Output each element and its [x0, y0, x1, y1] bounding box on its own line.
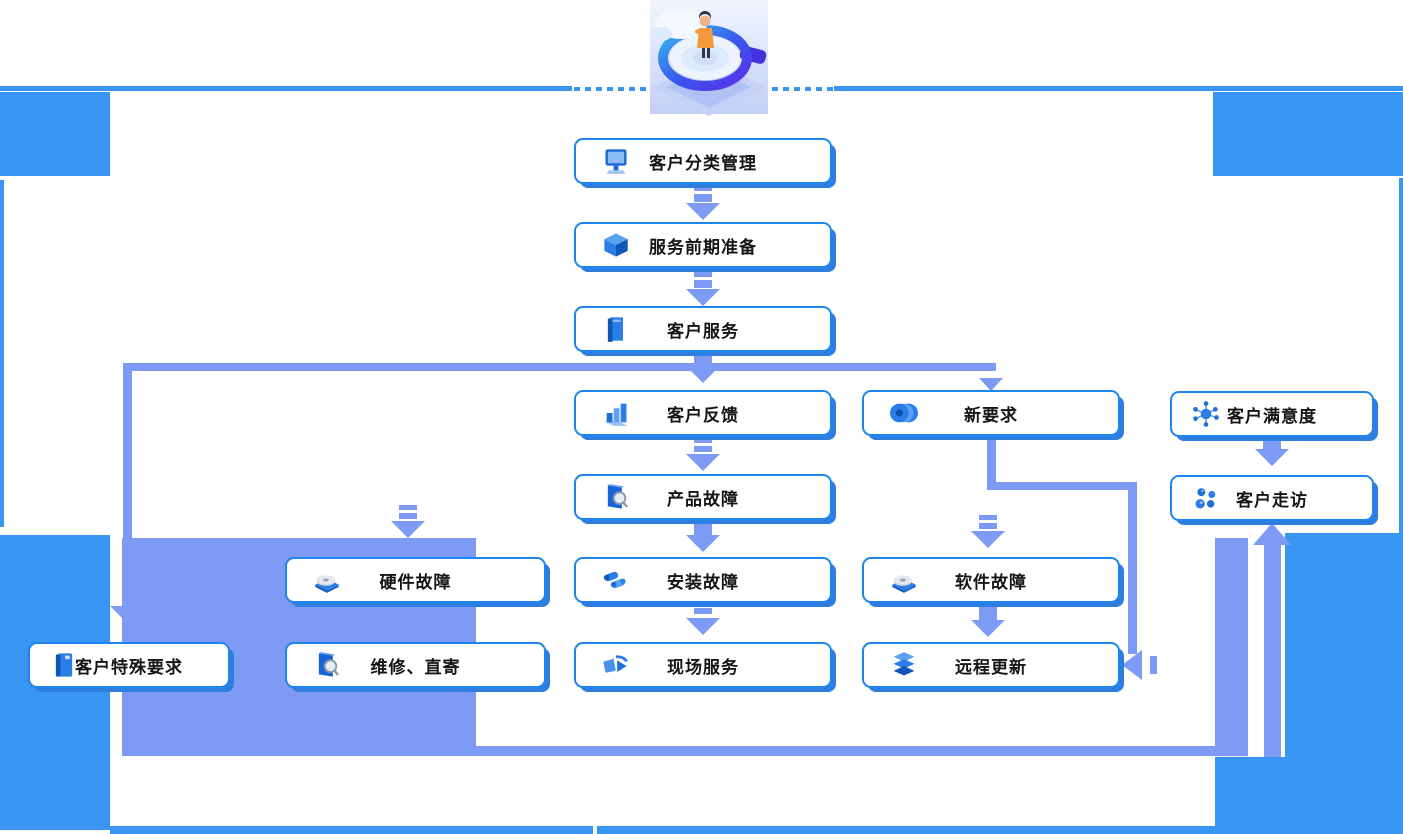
new-request-down-line — [1128, 482, 1137, 654]
node-classify: 客户分类管理 — [574, 138, 832, 184]
right-bottom-block-upper — [1285, 533, 1403, 757]
top-border-line-left — [0, 86, 572, 91]
dash2-hardware — [399, 513, 417, 519]
arrow-satisfaction-to-visit — [1255, 449, 1289, 466]
arrow-to-remote-update — [1122, 650, 1142, 680]
disk-icon — [313, 566, 341, 594]
arrow-to-special-request — [110, 606, 144, 623]
arrow-to-new-request — [979, 378, 1003, 391]
dash2-newreq-software — [979, 523, 997, 529]
bottom-strip-right — [597, 826, 1215, 834]
node-prepare: 服务前期准备 — [574, 222, 832, 268]
dash-newreq-software — [979, 515, 997, 520]
shaft-service-feedback — [694, 352, 712, 368]
dash-classify-prepare — [694, 186, 712, 191]
node-hardware-fault: 硬件故障 — [285, 557, 546, 603]
node-label: 产品故障 — [667, 489, 739, 509]
spheres-icon — [1192, 484, 1220, 512]
new-request-horizontal-line — [987, 482, 1137, 490]
node-visit: 客户走访 — [1170, 475, 1374, 521]
package-icon — [602, 231, 630, 259]
node-label: 安装故障 — [667, 572, 739, 592]
node-remote-update: 远程更新 — [862, 642, 1120, 688]
coil-icon — [890, 399, 918, 427]
rollers-icon — [602, 566, 630, 594]
visit-arrow-shaft — [1264, 545, 1281, 757]
top-border-dashes-right — [750, 87, 834, 91]
node-label: 软件故障 — [955, 572, 1027, 592]
bar-chart-icon — [602, 399, 630, 427]
corner-block-top-right — [1213, 92, 1403, 176]
corner-block-top-left — [0, 92, 110, 176]
book-icon — [50, 651, 78, 679]
left-edge-strip — [0, 180, 4, 527]
top-border-line-right — [834, 86, 1403, 91]
node-label: 客户满意度 — [1227, 406, 1317, 426]
node-label: 硬件故障 — [379, 572, 452, 592]
node-new-request: 新要求 — [862, 390, 1120, 436]
node-label: 客户反馈 — [667, 405, 739, 425]
connector-bottom-return — [122, 746, 1248, 756]
arrow-install-to-onsite — [686, 618, 720, 635]
node-label: 客户服务 — [667, 321, 739, 341]
connector-main-horizontal — [123, 363, 996, 371]
doc-magnifier-icon — [313, 651, 341, 679]
shaft-software-remote — [979, 607, 997, 620]
node-onsite-service: 现场服务 — [574, 642, 832, 688]
node-label: 客户走访 — [1236, 490, 1308, 510]
arrow-up-to-visit — [1253, 523, 1291, 545]
arrow-feedback-to-product — [686, 454, 720, 471]
node-special-request: 客户特殊要求 — [28, 642, 230, 688]
dash2-classify-prepare — [694, 194, 712, 202]
dash-install-onsite — [694, 608, 712, 614]
cabinet-icon — [602, 315, 630, 343]
dash-hardware — [399, 505, 417, 510]
dash2-prepare-service — [694, 280, 712, 288]
node-repair-mail: 维修、直寄 — [285, 642, 546, 688]
arrow-prepare-to-service — [686, 289, 720, 306]
node-label: 现场服务 — [667, 657, 739, 677]
monitor-icon — [602, 147, 630, 175]
doc-magnifier-icon — [602, 483, 630, 511]
connector-right-return-band — [1215, 538, 1248, 756]
node-label: 新要求 — [964, 405, 1018, 425]
arrow-newreq-to-software — [971, 531, 1005, 548]
arrow-software-to-remote — [971, 620, 1005, 637]
node-feedback: 客户反馈 — [574, 390, 832, 436]
node-install-fault: 安装故障 — [574, 557, 832, 603]
top-border-dashes-left — [574, 87, 650, 91]
node-label: 远程更新 — [955, 657, 1027, 677]
magnifier-illustration — [645, 0, 771, 118]
right-edge-strip — [1399, 178, 1403, 533]
node-label: 服务前期准备 — [649, 237, 757, 257]
arrow-service-to-feedback — [686, 366, 720, 383]
disk-icon — [890, 566, 918, 594]
node-label: 客户分类管理 — [649, 153, 757, 173]
shaft-product-install — [694, 522, 712, 535]
node-label: 维修、直寄 — [370, 657, 461, 677]
molecule-icon — [1192, 400, 1220, 428]
node-product-fault: 产品故障 — [574, 474, 832, 520]
remote-update-arrow-tail-bar — [1150, 656, 1157, 674]
node-software-fault: 软件故障 — [862, 557, 1120, 603]
swap-arrows-icon — [602, 651, 630, 679]
new-request-drop-line — [987, 438, 996, 486]
arrow-classify-to-prepare — [686, 203, 720, 220]
arrow-product-to-install — [686, 535, 720, 552]
layers-icon — [890, 651, 918, 679]
right-bottom-block-lower — [1215, 757, 1403, 834]
shaft-satisfaction-visit — [1263, 438, 1281, 450]
node-service: 客户服务 — [574, 306, 832, 352]
dash2-feedback-product — [694, 446, 712, 452]
dash-prepare-service — [694, 272, 712, 277]
node-label: 客户特殊要求 — [75, 657, 183, 677]
dash-feedback-product — [694, 438, 712, 443]
arrow-to-hardware-fault — [391, 521, 425, 538]
bottom-strip-left — [110, 826, 593, 834]
node-satisfaction: 客户满意度 — [1170, 391, 1374, 437]
connector-left-vertical — [123, 363, 132, 607]
